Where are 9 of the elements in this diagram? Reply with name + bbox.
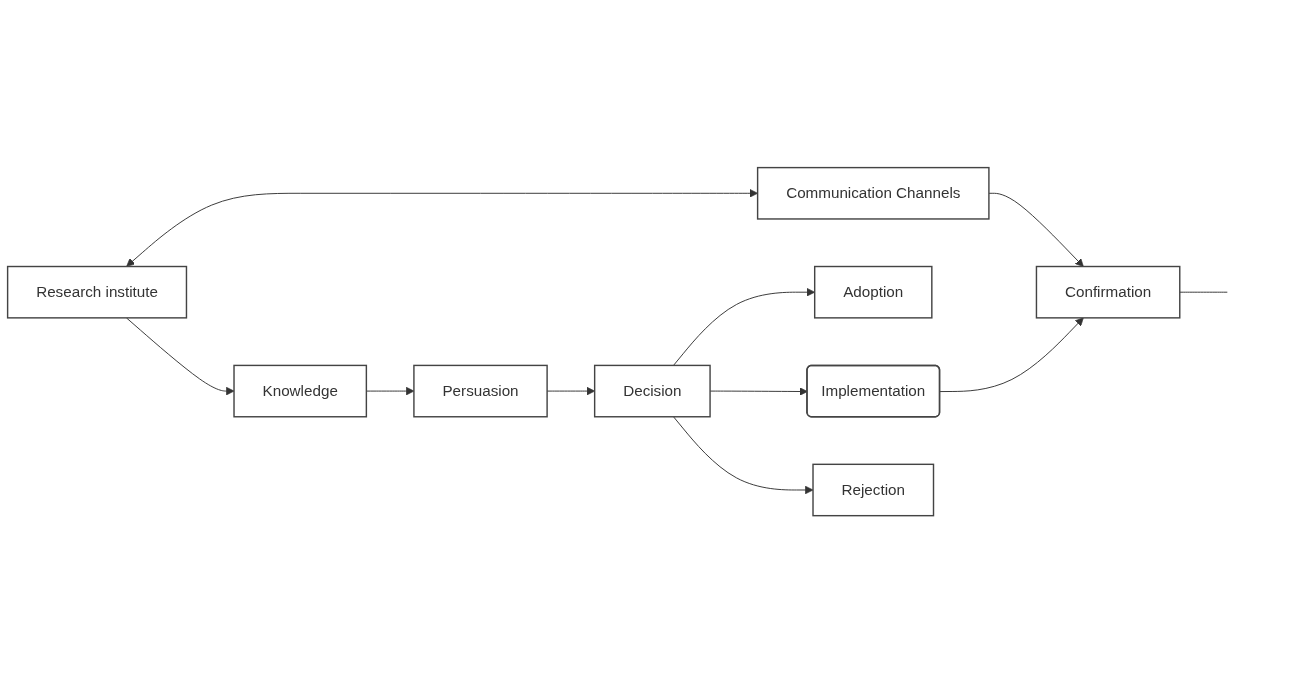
connector [1179, 291, 1228, 293]
node-box: Persuasion [413, 364, 548, 418]
node-box: Decision [593, 364, 711, 418]
node-box: Adoption [813, 265, 933, 319]
node-box: Research institute [6, 265, 188, 319]
node-box: Confirmation [1035, 265, 1181, 319]
node-box: Communication Channels [756, 166, 990, 220]
node-box: Knowledge [233, 364, 368, 418]
node-box: Rejection [812, 463, 935, 517]
